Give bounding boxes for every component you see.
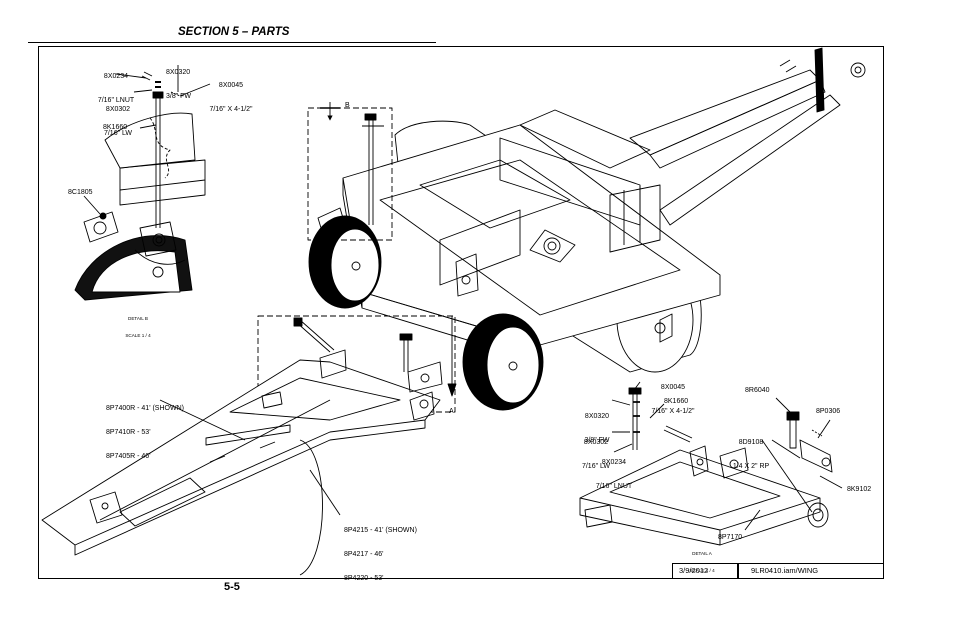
- callout-8c1805: 8C1805: [68, 189, 93, 196]
- callout-8x0045: 8X0045 7/16" X 4-1/2": [209, 82, 253, 113]
- section-title: SECTION 5 – PARTS: [178, 26, 290, 38]
- detail-a-caption: DETAIL A SCALE 1 / 4: [689, 551, 715, 573]
- callout-a-8p7170: 8P7170: [718, 534, 743, 541]
- main-assembly-drawing: [257, 47, 866, 413]
- header-rule: [28, 42, 436, 43]
- callout-a-8x0320: 8X0320 3/8" FW: [584, 413, 610, 444]
- detail-b-drawing: [74, 65, 211, 301]
- callout-8x0302: 8X0302 7/16" LW: [103, 106, 133, 137]
- section-marker-a: A: [449, 408, 454, 415]
- callout-a-8r6040: 8R6040: [745, 387, 770, 394]
- detail-a-drawing: [579, 381, 843, 546]
- drawing-frame: [38, 46, 884, 579]
- title-block-date: 3/9/2012: [672, 563, 738, 579]
- wing-frame-drawing: [41, 317, 443, 576]
- callout-a-8x0302: 8X0302 7/16" LW: [581, 439, 611, 470]
- callout-a-8x0045: 8X0045 7/16" X 4-1/2": [651, 384, 695, 415]
- detail-b-caption: DETAIL B SCALE 1 / 4: [125, 316, 151, 338]
- callout-8x0234: 8X0234 7/16" LNUT: [97, 73, 135, 104]
- callout-8k1660: 8K1660: [103, 124, 128, 131]
- callout-a-8k9102: 8K9102: [847, 486, 872, 493]
- section-marker-b: B: [345, 102, 350, 109]
- callout-a-8x0234: 8X0234 7/16" LNUT: [595, 459, 633, 490]
- title-block-file: 9LR0410.iam/WING: [738, 563, 884, 579]
- page-number: 5-5: [224, 581, 240, 593]
- callout-a-8k1660: 8K1660: [664, 398, 689, 405]
- callout-a-8p0306: 8P0306: [816, 408, 841, 415]
- callout-wing-frame: 8P7400R - 41' (SHOWN) 8P7410R - 53' 8P74…: [106, 405, 184, 460]
- callout-roller: 8P4215 - 41' (SHOWN) 8P4217 - 46' 8P4220…: [344, 527, 417, 582]
- callout-8x0320: 8X0320 3/8" FW: [166, 69, 192, 100]
- callout-a-8d9108: 8D9108 1/4 X 2" RP: [732, 439, 770, 470]
